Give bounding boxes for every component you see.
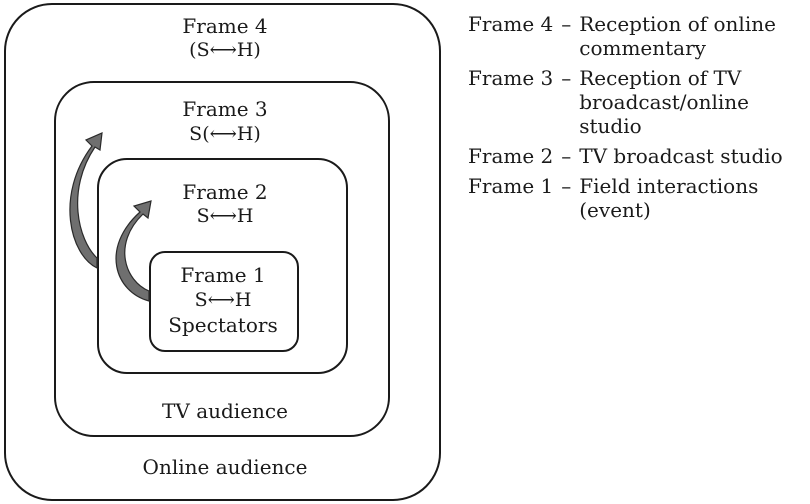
frame-2-relation: S⟷H <box>196 205 254 227</box>
frame-4-title: Frame 4 <box>182 14 268 38</box>
legend-row-frame-3: Frame 3 – Reception of TV broadcast/onli… <box>468 66 809 138</box>
legend-description: TV broadcast studio <box>579 144 783 168</box>
frame-1-box <box>149 251 299 352</box>
legend-frame-name: Frame 3 <box>468 66 554 90</box>
legend-description: Reception of online commentary <box>579 12 776 60</box>
legend-dash: – <box>561 144 572 168</box>
arrow-frame1-to-frame2 <box>115 200 152 302</box>
arrow-frame2-to-frame3 <box>69 132 103 269</box>
online-audience-label: Online audience <box>142 455 308 479</box>
spectators-label: Spectators <box>168 313 278 337</box>
legend-frame-name: Frame 2 <box>468 144 554 168</box>
legend-dash: – <box>561 66 572 90</box>
frame-4-relation: (S⟷H) <box>189 39 261 61</box>
legend-row-frame-1: Frame 1 – Field interactions (event) <box>468 174 809 222</box>
legend-description: Reception of TV broadcast/online studio <box>579 66 749 138</box>
legend-dash: – <box>561 12 572 36</box>
legend-row-frame-2: Frame 2 – TV broadcast studio <box>468 144 809 168</box>
legend: Frame 4 – Reception of online commentary… <box>468 12 809 228</box>
tv-audience-label: TV audience <box>162 399 288 423</box>
legend-dash: – <box>561 174 572 198</box>
frame-1-title: Frame 1 <box>180 263 266 287</box>
frame-3-relation: S(⟷H) <box>189 123 261 145</box>
legend-frame-name: Frame 1 <box>468 174 554 198</box>
frame-4-box <box>4 3 441 501</box>
frame-1-relation: S⟷H <box>194 289 252 311</box>
legend-frame-name: Frame 4 <box>468 12 554 36</box>
frame-2-title: Frame 2 <box>182 180 268 204</box>
frame-2-box <box>97 158 348 374</box>
legend-description: Field interactions (event) <box>579 174 759 222</box>
frame-3-box <box>54 81 390 437</box>
legend-row-frame-4: Frame 4 – Reception of online commentary <box>468 12 809 60</box>
frame-3-title: Frame 3 <box>182 97 268 121</box>
